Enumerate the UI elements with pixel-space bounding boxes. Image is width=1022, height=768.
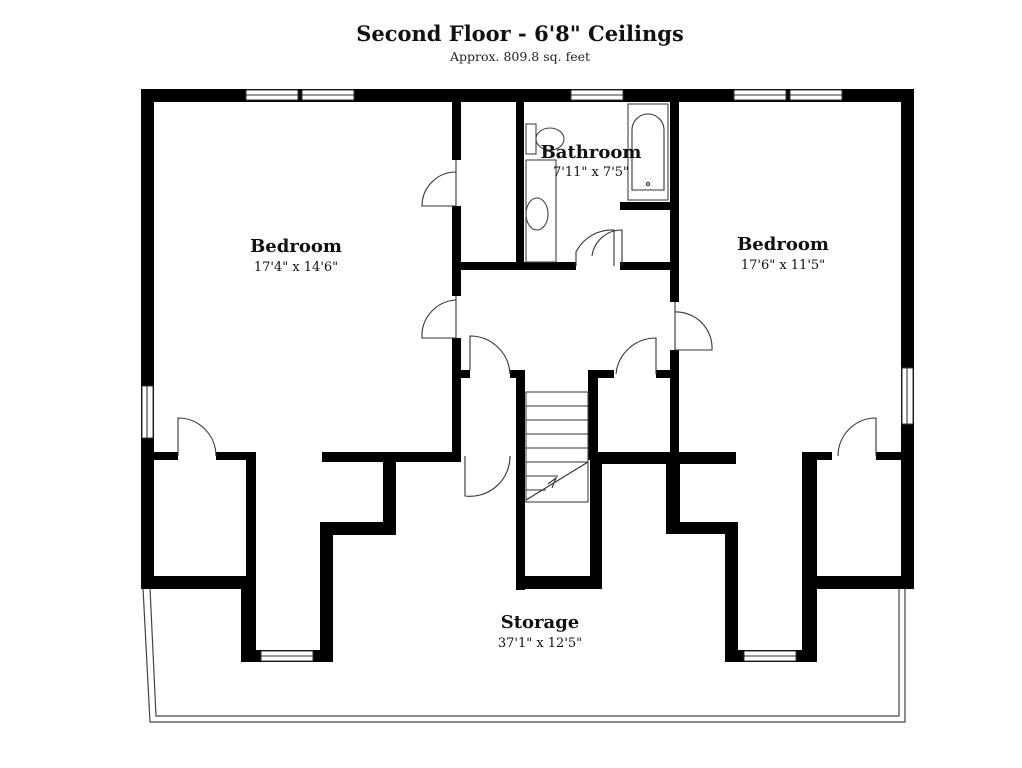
room-name-bedroom-right: Bedroom — [737, 234, 829, 255]
room-name-bathroom: Bathroom — [541, 142, 642, 163]
doors — [177, 160, 877, 497]
room-dims-storage: 37'1" x 12'5" — [498, 636, 582, 651]
toilet-bowl — [535, 127, 565, 151]
room-name-storage: Storage — [501, 612, 580, 633]
staircase — [525, 391, 589, 503]
toilet-tank — [525, 123, 537, 155]
storage-outline — [142, 587, 906, 723]
room-dims-bedroom-right: 17'6" x 11'5" — [741, 258, 825, 273]
room-dims-bathroom: 7'11" x 7'5" — [553, 165, 629, 180]
room-dims-bedroom-left: 17'4" x 14'6" — [254, 260, 338, 275]
room-labels: Bedroom 17'4" x 14'6" Bathroom 7'11" x 7… — [250, 142, 829, 651]
room-name-bedroom-left: Bedroom — [250, 236, 342, 257]
bathroom-fixtures — [525, 103, 669, 263]
windows — [141, 89, 914, 662]
plan-title: Second Floor - 6'8" Ceilings — [356, 21, 684, 46]
plan-subtitle: Approx. 809.8 sq. feet — [449, 49, 590, 64]
bathtub — [627, 103, 669, 201]
sink — [525, 197, 549, 231]
